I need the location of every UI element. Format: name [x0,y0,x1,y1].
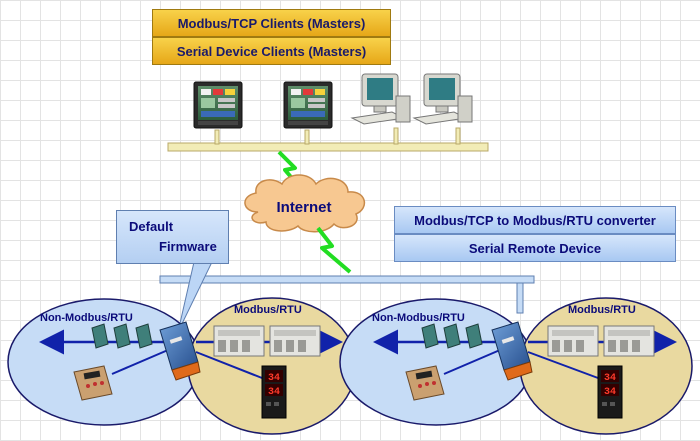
plc-module-icon [269,325,321,357]
serial-remote-device-label: Serial Remote Device [468,240,602,256]
left-display-link [195,351,263,379]
internet-label: Internet [276,199,331,216]
right-display-link [527,351,599,379]
converter-title: Modbus/TCP to Modbus/RTU converter [414,212,656,228]
upper-bus [167,142,489,152]
temperature-controller-icon: 34 34 [261,365,287,419]
right-non-modbus-label: Non-Modbus/RTU [372,312,465,324]
left-keypad-link [111,349,169,375]
lower-bus [159,275,535,284]
lower-bus-drop-right [516,282,524,314]
left-modbus-label: Modbus/RTU [234,304,302,316]
modbus-tcp-clients-box: Modbus/TCP Clients (Masters) [152,9,391,37]
right-modbus-label: Modbus/RTU [568,304,636,316]
modbus-tcp-clients-label: Modbus/TCP Clients (Masters) [177,15,366,31]
callout-line-1: Default [129,219,174,234]
hmi-2-connector [304,129,310,145]
controller-readout-bottom: 34 [604,387,616,398]
serial-remote-device-box: Serial Remote Device [394,234,676,262]
internet-cloud [244,174,366,233]
controller-readout-top: 34 [604,373,616,384]
callout-pointer [177,261,213,333]
pc-1-connector [393,127,399,145]
hmi-panel-icon [283,81,333,129]
left-non-modbus-label: Non-Modbus/RTU [40,312,133,324]
serial-device-clients-box: Serial Device Clients (Masters) [152,37,391,65]
pc-2-connector [455,127,461,145]
plc-module-icon [603,325,655,357]
modbus-converter-device-icon [159,321,201,381]
pc-workstation-icon [350,73,411,125]
converter-title-box: Modbus/TCP to Modbus/RTU converter [394,206,676,234]
plc-module-icon [213,325,265,357]
small-io-module-icon [421,323,483,349]
controller-readout-top: 34 [268,373,280,384]
plc-module-icon [547,325,599,357]
temperature-controller-icon: 34 34 [597,365,623,419]
default-firmware-callout: Default Firmware [116,210,229,264]
modbus-converter-device-icon [491,321,533,381]
keypad-terminal-icon [405,365,445,401]
controller-readout-bottom: 34 [268,387,280,398]
serial-device-clients-label: Serial Device Clients (Masters) [176,43,367,59]
small-io-module-icon [91,323,153,349]
pc-workstation-icon [412,73,473,125]
right-keypad-link [443,349,501,375]
lightning-bolt-lower [316,226,352,274]
hmi-panel-icon [193,81,243,129]
hmi-1-connector [214,129,220,145]
keypad-terminal-icon [73,365,113,401]
callout-line-2: Firmware [159,239,217,254]
